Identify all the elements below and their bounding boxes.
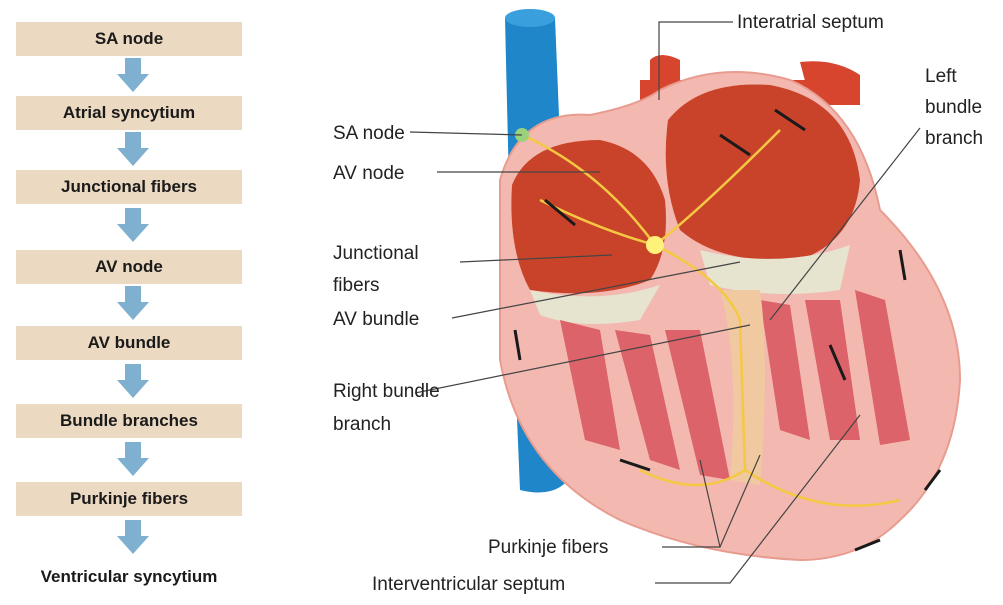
label-interatrial-septum: Interatrial septum bbox=[737, 12, 884, 33]
label-junctional-fibers-line1: Junctional bbox=[333, 243, 419, 264]
down-arrow-icon bbox=[115, 286, 151, 322]
label-interventricular-septum: Interventricular septum bbox=[372, 574, 565, 595]
label-right-bundle-branch-line2: branch bbox=[333, 414, 391, 435]
flow-step-atrial-syncytium: Atrial syncytium bbox=[16, 96, 242, 130]
down-arrow-icon bbox=[115, 442, 151, 478]
label-left-bundle-branch-line2: bundle bbox=[925, 97, 982, 118]
heart-illustration: Interatrial septum Left bundle branch SA… bbox=[260, 0, 1003, 600]
label-av-bundle: AV bundle bbox=[333, 309, 419, 330]
av-node-marker bbox=[646, 236, 664, 254]
label-purkinje-fibers: Purkinje fibers bbox=[488, 537, 608, 558]
label-av-node: AV node bbox=[333, 163, 404, 184]
down-arrow-icon bbox=[115, 58, 151, 94]
flow-step-av-bundle: AV bundle bbox=[16, 326, 242, 360]
conduction-flowchart: SA node Atrial syncytium Junctional fibe… bbox=[0, 0, 260, 600]
flow-step-av-node: AV node bbox=[16, 250, 242, 284]
down-arrow-icon bbox=[115, 132, 151, 168]
label-left-bundle-branch-line1: Left bbox=[925, 66, 957, 87]
flow-step-sa-node: SA node bbox=[16, 22, 242, 56]
down-arrow-icon bbox=[115, 520, 151, 556]
flow-step-junctional-fibers: Junctional fibers bbox=[16, 170, 242, 204]
flow-step-bundle-branches: Bundle branches bbox=[16, 404, 242, 438]
down-arrow-icon bbox=[115, 364, 151, 400]
heart-conduction-diagram: Interatrial septum Left bundle branch SA… bbox=[260, 0, 1003, 600]
right-atrium bbox=[511, 140, 666, 293]
label-right-bundle-branch-line1: Right bundle bbox=[333, 381, 440, 402]
flow-step-ventricular-syncytium: Ventricular syncytium bbox=[16, 560, 242, 594]
label-sa-node: SA node bbox=[333, 123, 405, 144]
label-left-bundle-branch-line3: branch bbox=[925, 128, 983, 149]
flow-step-purkinje-fibers: Purkinje fibers bbox=[16, 482, 242, 516]
label-junctional-fibers-line2: fibers bbox=[333, 275, 379, 296]
down-arrow-icon bbox=[115, 208, 151, 244]
